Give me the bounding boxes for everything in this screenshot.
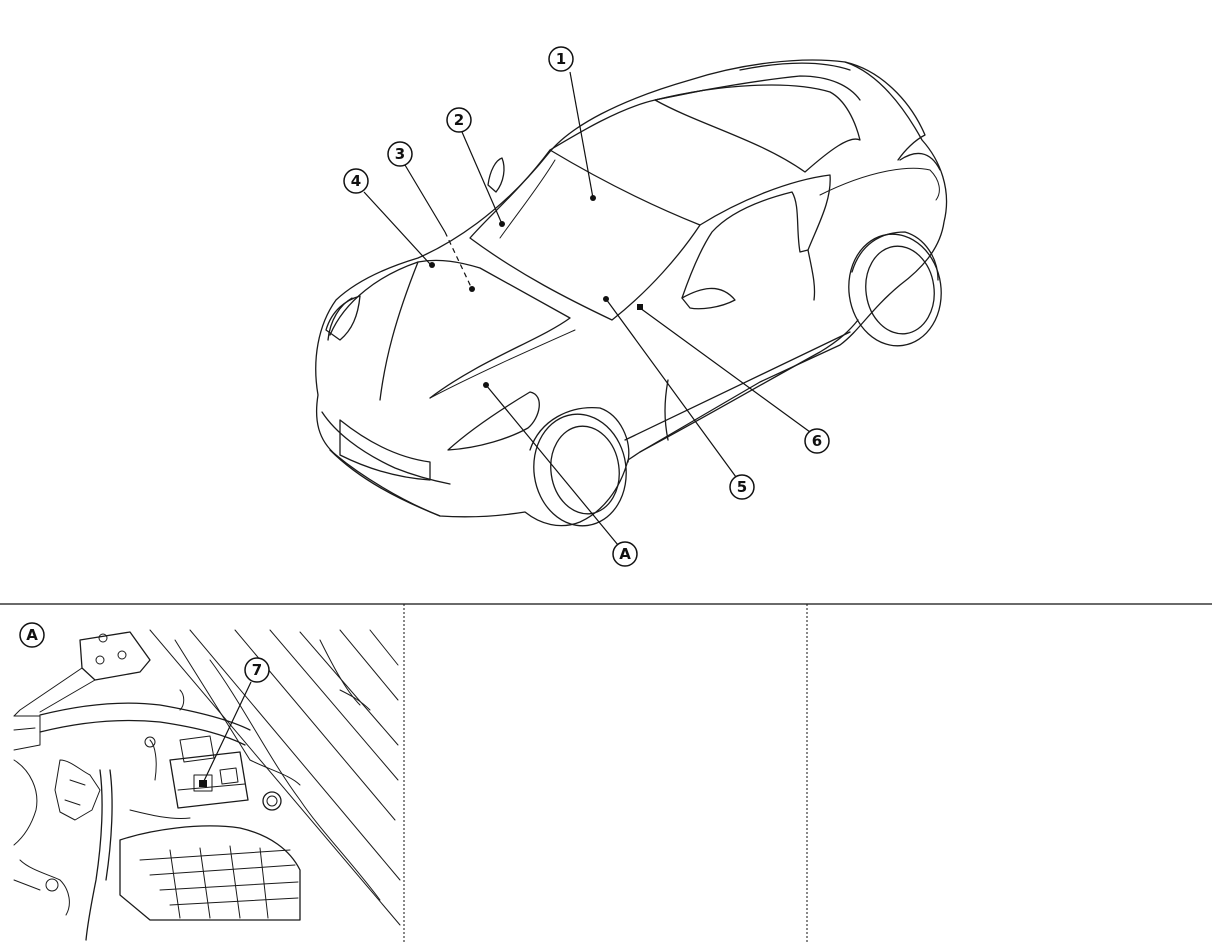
point-4 <box>429 262 435 268</box>
leader-lines <box>363 71 811 546</box>
callout-3: 3 <box>387 141 413 167</box>
callout-4-label: 4 <box>351 172 361 190</box>
callout-a: A <box>612 541 638 567</box>
callout-2: 2 <box>446 107 472 133</box>
callout-a-label: A <box>619 545 631 563</box>
point-5 <box>603 296 609 302</box>
callout-7-label: 7 <box>252 661 262 679</box>
car-illustration <box>315 59 948 527</box>
panel-a-label-text: A <box>26 626 38 644</box>
callout-1: 1 <box>548 46 574 72</box>
point-6 <box>637 304 643 310</box>
point-markers <box>429 195 643 388</box>
callout-3-label: 3 <box>395 145 405 163</box>
point-3 <box>469 286 475 292</box>
panel-a-label: A <box>19 622 45 648</box>
callout-6: 6 <box>804 428 830 454</box>
point-7 <box>199 780 207 787</box>
point-2 <box>499 221 505 227</box>
callout-6-label: 6 <box>812 432 822 450</box>
engine-compartment-detail <box>13 629 401 941</box>
detail-panels <box>0 603 1212 944</box>
callout-7: 7 <box>244 657 270 683</box>
point-1 <box>590 195 596 201</box>
callout-2-label: 2 <box>454 111 464 129</box>
callout-4: 4 <box>343 168 369 194</box>
callout-1-label: 1 <box>556 50 566 68</box>
callout-5-label: 5 <box>737 478 747 496</box>
point-a <box>483 382 489 388</box>
callout-5: 5 <box>729 474 755 500</box>
